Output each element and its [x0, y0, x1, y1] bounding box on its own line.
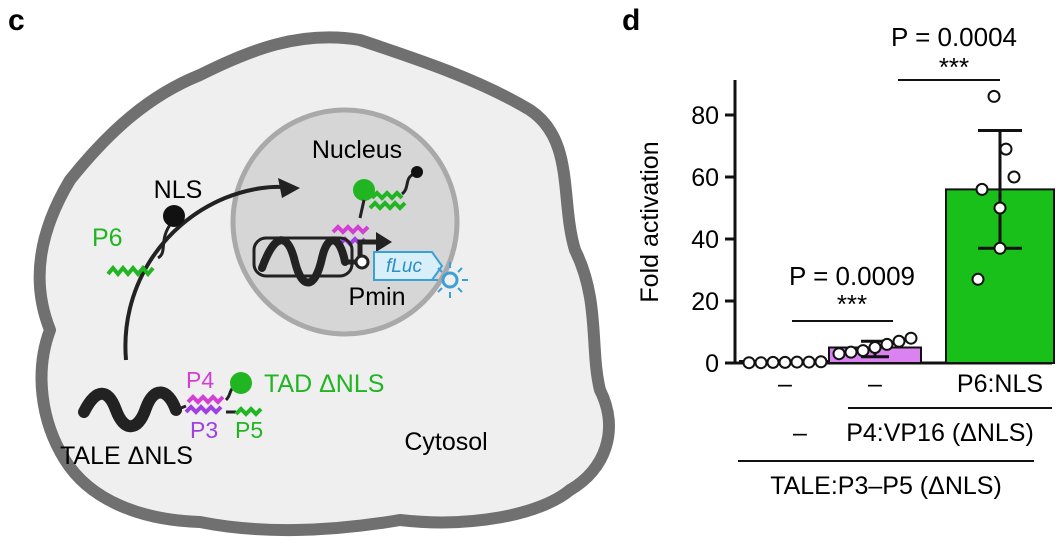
- sig-stars-1: ***: [939, 52, 969, 82]
- tad-label: TAD ΔNLS: [264, 370, 384, 398]
- light-icon: [441, 271, 459, 289]
- data-point-0-4: [790, 355, 804, 369]
- p5-coil-cytosol: [234, 406, 263, 417]
- promoter-arrowhead: [376, 232, 392, 252]
- data-point-2-4: [1007, 170, 1021, 184]
- import-arrow: [123, 184, 291, 361]
- p6-coil-nucleus: [370, 190, 404, 201]
- tad-ball-cytosol: [230, 372, 252, 394]
- p5-label: P5: [235, 417, 263, 443]
- p4-coil-nucleus: [331, 224, 370, 235]
- p5-coil-nucleus: [368, 200, 407, 211]
- y-tick-label-0: 0: [705, 350, 719, 378]
- data-point-0-0: [742, 356, 756, 370]
- data-point-2-3: [975, 182, 989, 196]
- row2-label: P4:VP16 (ΔNLS): [846, 419, 1034, 447]
- y-tick-label-1: 20: [691, 288, 719, 316]
- fluc-gene: [373, 251, 444, 281]
- tad-ball-nucleus: [353, 179, 375, 201]
- tale-label: TALE ΔNLS: [60, 442, 193, 470]
- data-point-1-1: [844, 345, 858, 359]
- tale-linker-cytosol: [175, 404, 187, 412]
- tale-cytosol: [78, 386, 182, 433]
- category-label-2: P6:NLS: [957, 370, 1043, 398]
- data-point-0-5: [802, 355, 816, 369]
- nucleus-label: Nucleus: [312, 136, 402, 164]
- p3-coil-cytosol: [184, 404, 223, 415]
- data-point-2-2: [993, 201, 1007, 215]
- data-point-2-0: [971, 272, 985, 286]
- y-axis-title: Fold activation: [636, 141, 664, 302]
- sig-p-0: P = 0.0009: [789, 261, 915, 291]
- y-tick-label-4: 80: [691, 102, 719, 130]
- data-point-2-6: [987, 89, 1001, 103]
- p3-label: P3: [190, 417, 218, 443]
- data-point-1-0: [832, 347, 846, 361]
- fluc-label: fLuc: [386, 256, 422, 277]
- promoter-arrow: [344, 239, 378, 265]
- tale-helix: [258, 236, 349, 287]
- panel-c-letter: c: [8, 4, 25, 37]
- import-arrowhead: [278, 178, 300, 198]
- y-tick-label-3: 60: [691, 164, 719, 192]
- row2-dash: –: [793, 419, 807, 447]
- pmin-dot: [354, 254, 370, 270]
- pmin-label: Pmin: [349, 283, 406, 311]
- light-rays-icon: [432, 262, 468, 298]
- data-point-0-2: [766, 355, 780, 369]
- p6-label: P6: [92, 224, 123, 252]
- panel-d-letter: d: [622, 4, 640, 37]
- sig-stars-0: ***: [837, 289, 867, 319]
- data-point-0-6: [814, 355, 828, 369]
- data-point-1-5: [892, 334, 906, 348]
- category-label-1: –: [868, 370, 882, 398]
- data-point-2-1: [993, 241, 1007, 255]
- data-point-1-3: [868, 341, 882, 354]
- data-point-0-3: [778, 355, 792, 369]
- data-point-1-6: [904, 331, 918, 345]
- sig-p-1: P = 0.0004: [891, 22, 1017, 52]
- data-point-2-5: [999, 142, 1013, 156]
- y-tick-label-2: 40: [691, 226, 719, 254]
- p6-linker: [157, 221, 174, 260]
- nls-ball-nucleus: [411, 166, 423, 178]
- nls-ball: [163, 205, 185, 227]
- p4-label: P4: [186, 367, 214, 393]
- bar-2: [945, 188, 1055, 364]
- p6-coil: [106, 264, 155, 278]
- data-point-1-2: [856, 344, 870, 358]
- nls-label: NLS: [154, 176, 203, 204]
- category-label-0: –: [778, 370, 792, 398]
- p4-coil-cytosol: [186, 394, 225, 405]
- cytosol-label: Cytosol: [404, 428, 487, 456]
- tad-linker-nucleus: [358, 199, 366, 219]
- row3-label: TALE:P3–P5 (ΔNLS): [770, 472, 1002, 500]
- data-point-0-1: [754, 356, 768, 370]
- data-point-1-4: [880, 337, 894, 351]
